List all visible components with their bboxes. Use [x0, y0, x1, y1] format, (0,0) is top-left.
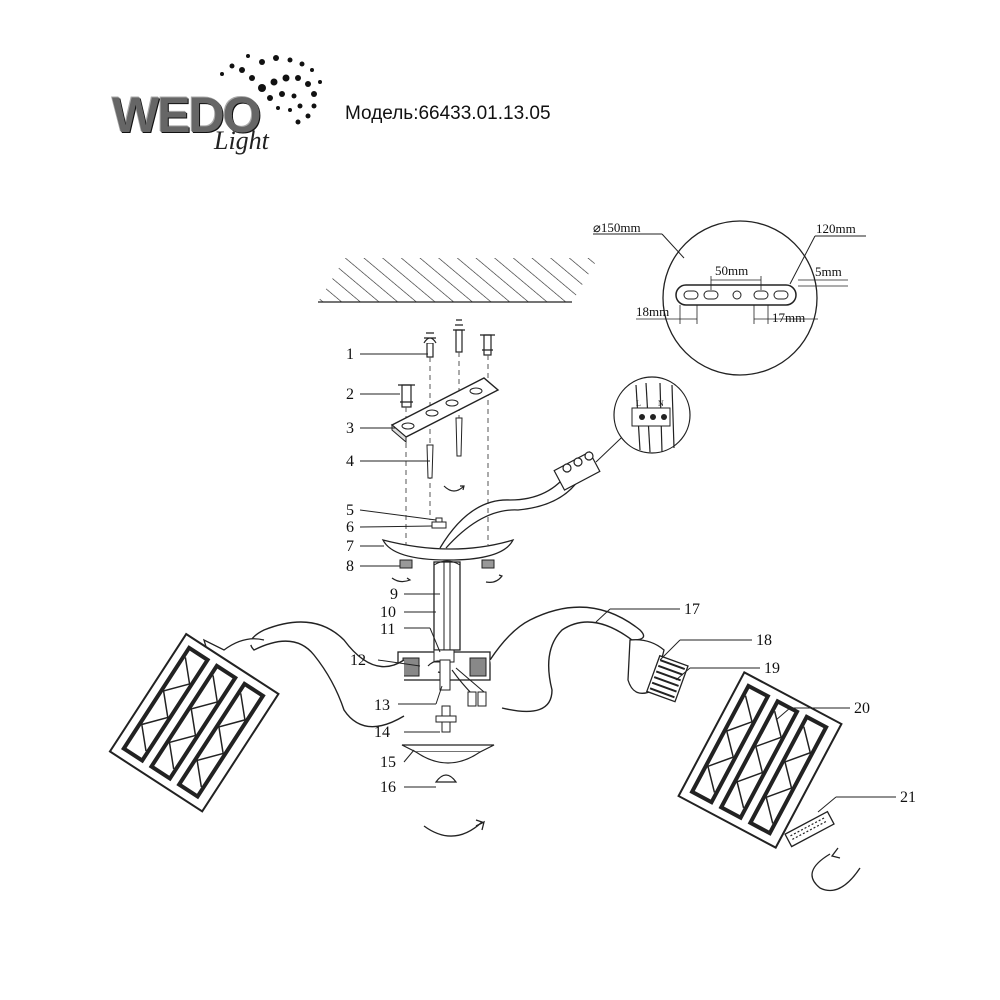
part-number-6: 6: [346, 519, 354, 536]
terminal-label-l: L: [636, 399, 641, 408]
part-number-18: 18: [756, 632, 772, 649]
part-number-7: 7: [346, 538, 354, 555]
part-number-2: 2: [346, 386, 354, 403]
plate-detail: [675, 284, 797, 306]
dim-right-slot: 17mm: [772, 310, 805, 325]
brand-logo: WEDO Light: [112, 48, 322, 155]
logo-swirl-icon: [220, 54, 322, 125]
part-number-12: 12: [350, 652, 366, 669]
part-number-17: 17: [684, 601, 700, 618]
part-number-14: 14: [374, 724, 390, 741]
ceiling-hatch: [318, 258, 598, 302]
part-number-3: 3: [346, 420, 354, 437]
part-number-10: 10: [380, 604, 396, 621]
part-number-20: 20: [854, 700, 870, 717]
dim-length: 120mm: [816, 221, 856, 236]
detail-circle: [662, 220, 818, 376]
part-number-16: 16: [380, 779, 396, 796]
part-number-1: 1: [346, 346, 354, 363]
part-number-5: 5: [346, 502, 354, 519]
part-number-15: 15: [380, 754, 396, 771]
model-number: Модель:66433.01.13.05: [345, 103, 551, 124]
part-number-11: 11: [380, 621, 395, 638]
dim-hole-spacing: 50mm: [715, 263, 748, 278]
terminal-label-n: N: [658, 399, 664, 408]
part-number-4: 4: [346, 453, 354, 470]
part-number-21: 21: [900, 789, 916, 806]
part-number-9: 9: [390, 586, 398, 603]
brand-script: Light: [214, 126, 269, 155]
part-number-8: 8: [346, 558, 354, 575]
dim-thickness: 5mm: [815, 264, 842, 279]
part-number-19: 19: [764, 660, 780, 677]
dim-diameter: ⌀150mm: [593, 220, 641, 235]
part-number-13: 13: [374, 697, 390, 714]
brand-wordmark: WEDO: [112, 87, 262, 143]
dim-left-slot: 18mm: [636, 304, 669, 319]
